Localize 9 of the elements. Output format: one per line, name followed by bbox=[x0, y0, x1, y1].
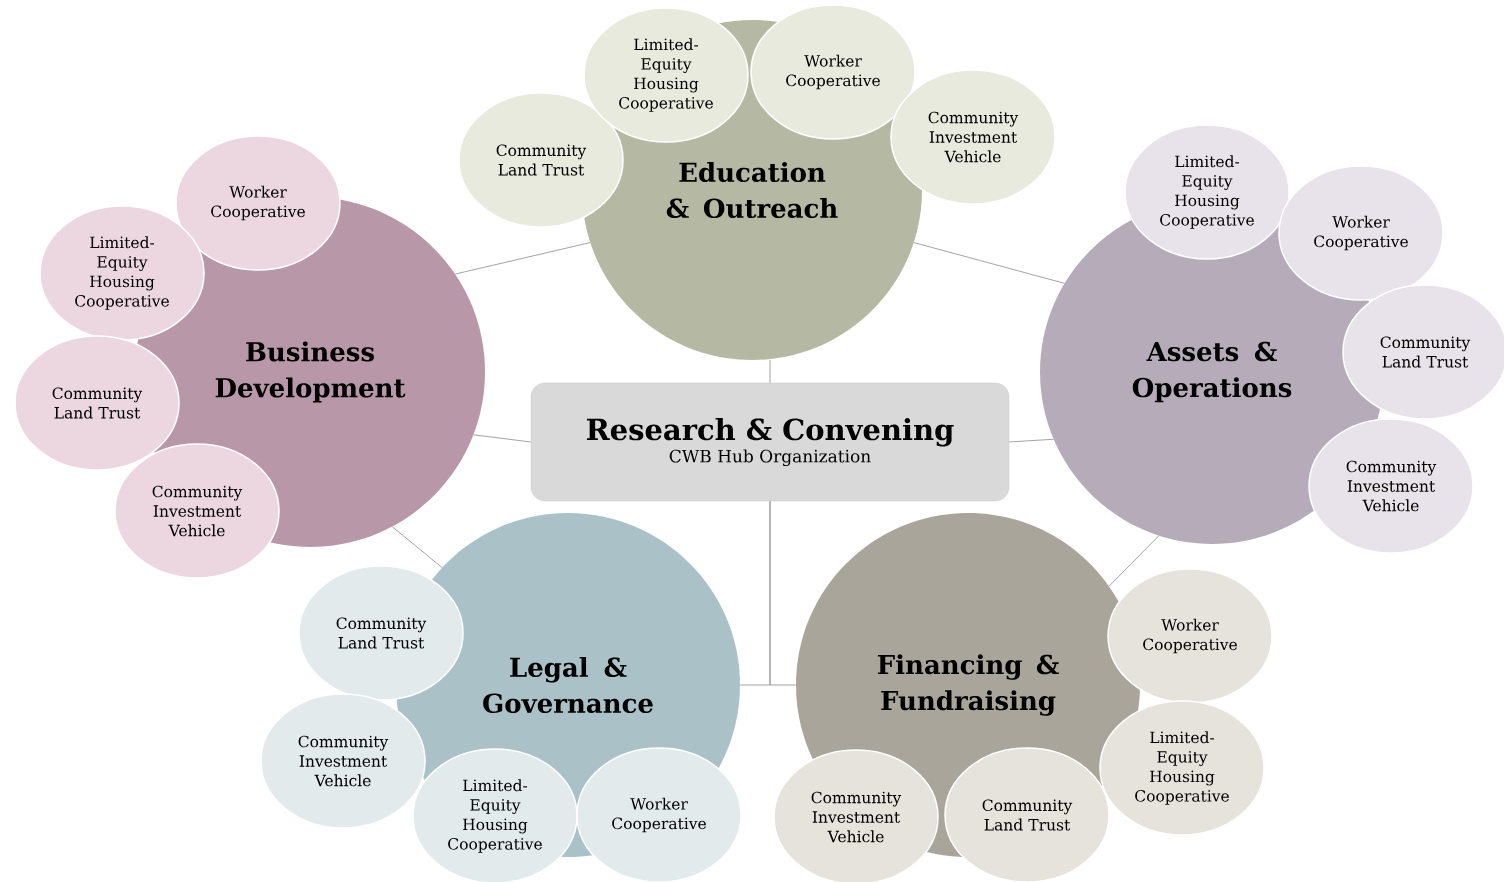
hub-box: Research & Convening CWB Hub Organization bbox=[530, 382, 1010, 502]
connector-line bbox=[391, 526, 443, 568]
connector-line bbox=[1108, 535, 1160, 587]
connector-line bbox=[913, 242, 1065, 284]
connector-line bbox=[1008, 438, 1054, 443]
connector-line bbox=[454, 242, 591, 275]
connector-line bbox=[473, 434, 532, 443]
connector-line bbox=[769, 359, 771, 384]
connector-line bbox=[769, 500, 797, 686]
